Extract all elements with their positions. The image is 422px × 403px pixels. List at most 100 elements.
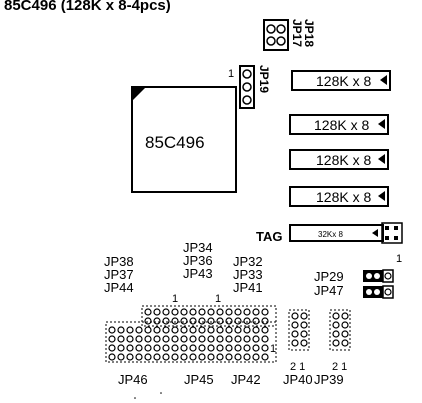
- jumper-pin: [300, 339, 308, 347]
- jumper-pin: [153, 335, 161, 343]
- jumper-pin: [243, 326, 251, 334]
- jumper-pin: [135, 326, 143, 334]
- jumper-pin: [180, 317, 188, 325]
- chip-label: 85C496: [145, 133, 205, 152]
- jumper-pin: [252, 326, 260, 334]
- jp38-label: JP38: [104, 254, 134, 269]
- sram-module: [289, 186, 389, 207]
- jumper-pin: [189, 326, 197, 334]
- jumper-pin: [171, 326, 179, 334]
- jumper-pin: [243, 344, 251, 352]
- jumper-pin: [180, 326, 188, 334]
- jumper-pin: [189, 353, 197, 361]
- jp41-label: JP41: [233, 280, 263, 295]
- jumper-pin: [207, 308, 215, 316]
- jumper-pin: [252, 335, 260, 343]
- jumper-pin: [153, 308, 161, 316]
- sram-module: [291, 70, 391, 91]
- jumper-pin: [207, 326, 215, 334]
- jumper-pin: [135, 335, 143, 343]
- jumper-block-main: [105, 305, 277, 363]
- jumper-pin: [153, 344, 161, 352]
- jumper-pin: [198, 308, 206, 316]
- jumper-pin: [108, 326, 116, 334]
- sram-module-label: 128K x 8: [316, 73, 371, 89]
- jumper-outline: [141, 305, 277, 327]
- jumper-pin: [189, 344, 197, 352]
- jumper-pin: [341, 312, 349, 320]
- jp36-label: JP36: [183, 253, 213, 268]
- jumper-pin: [225, 344, 233, 352]
- jumper-pin: [108, 353, 116, 361]
- jumper-pin: [144, 335, 152, 343]
- jumper-pin: [252, 308, 260, 316]
- jumper-pin: [153, 326, 161, 334]
- jumper-pin: [144, 317, 152, 325]
- jp33-label: JP33: [233, 267, 263, 282]
- jumper-pin: [243, 335, 251, 343]
- jumper-pin: [234, 326, 242, 334]
- jumper-pin: [225, 335, 233, 343]
- jumper-outline: [329, 309, 351, 351]
- jumper-pin: [108, 335, 116, 343]
- jumper-pin: [144, 326, 152, 334]
- jumper-pin: [126, 344, 134, 352]
- jp17-label: JP17: [290, 19, 304, 47]
- jp29-pin1-label: 1: [396, 253, 402, 265]
- jumper-pin: [332, 321, 340, 329]
- jumper-pin: [189, 335, 197, 343]
- jumper-pin: [300, 321, 308, 329]
- jp42-label: JP42: [231, 372, 261, 387]
- jumper-pin: [261, 344, 269, 352]
- jumper-pin: [171, 317, 179, 325]
- jumper-outline: [105, 321, 277, 363]
- jp19-label: JP19: [257, 65, 271, 93]
- pin1-marker: 1: [270, 343, 276, 355]
- tag-label: TAG: [256, 229, 282, 244]
- jumper-pin: [180, 353, 188, 361]
- jp39-label: JP39: [314, 372, 344, 387]
- jp43-label: JP43: [183, 266, 213, 281]
- jumper-pin: [216, 317, 224, 325]
- sram-module: [289, 149, 389, 170]
- jumper-pin: [300, 312, 308, 320]
- jumper-pin: [171, 308, 179, 316]
- jumper-pin: [332, 339, 340, 347]
- jumper-pin: [332, 312, 340, 320]
- jumper-pin: [341, 339, 349, 347]
- speck: [134, 397, 136, 399]
- jumper-pin: [126, 326, 134, 334]
- jumper-pin: [234, 335, 242, 343]
- jumper-pin: [135, 344, 143, 352]
- chipset-85c496: [131, 86, 237, 193]
- jumper-pin: [189, 317, 197, 325]
- jumper-pin: [234, 308, 242, 316]
- jumper-pin: [207, 335, 215, 343]
- jumper-pin: [291, 312, 299, 320]
- jumper-pin: [243, 353, 251, 361]
- jumper-pin: [171, 335, 179, 343]
- jumper-pin: [216, 326, 224, 334]
- speck: [160, 392, 162, 394]
- jp29-label: JP29: [314, 269, 344, 284]
- jumper-pin: [126, 353, 134, 361]
- jumper-pin: [234, 344, 242, 352]
- jumper-pin: [207, 317, 215, 325]
- jumper-pin: [144, 353, 152, 361]
- jumper-pin: [180, 308, 188, 316]
- jp19-jumper: [239, 65, 255, 109]
- jumper-pin: [171, 353, 179, 361]
- jumper-pin: [162, 344, 170, 352]
- tag-chip-label: 32Kx 8: [318, 230, 343, 239]
- jumper-pin: [153, 317, 161, 325]
- pin1-marker: 1: [215, 293, 221, 305]
- jp18-label: JP18: [302, 19, 316, 47]
- jp47-label: JP47: [314, 283, 344, 298]
- jumper-pin: [162, 335, 170, 343]
- jumper-outline: [288, 309, 310, 351]
- jumper-pin: [117, 326, 125, 334]
- jumper-pin: [341, 330, 349, 338]
- jumper-pin: [225, 308, 233, 316]
- pin1-marker: 1: [172, 293, 178, 305]
- jumper-pin: [162, 308, 170, 316]
